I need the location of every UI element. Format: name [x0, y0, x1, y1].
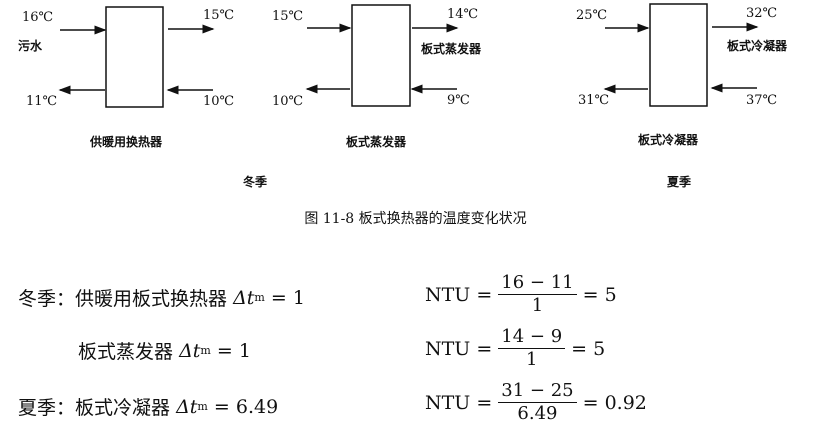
denominator: 6.49 — [517, 403, 558, 424]
fluid-label: 板式冷凝器 — [727, 39, 788, 53]
temp-label: 14℃ — [447, 7, 479, 22]
denominator: 1 — [531, 295, 544, 316]
numerator: 16 − 11 — [498, 272, 577, 295]
numerator: 31 − 25 — [498, 380, 577, 403]
dt-value: = 1 — [216, 339, 251, 362]
equation-prefix: 夏季：板式冷凝器 — [18, 397, 171, 419]
temp-label: 10℃ — [272, 94, 304, 109]
season-label: 夏季 — [667, 175, 692, 189]
delta-symbol: Δt — [179, 339, 201, 362]
ntu-result: = 5 — [571, 337, 606, 360]
temp-label: 15℃ — [203, 8, 235, 23]
temp-label: 31℃ — [578, 93, 610, 108]
dt-value: = 1 — [270, 286, 305, 309]
subscript: m — [200, 344, 211, 357]
equation-prefix: 冬季：供暖用板式换热器 — [18, 288, 228, 310]
temp-label: 9℃ — [447, 93, 470, 108]
subscript: m — [254, 291, 265, 304]
delta-symbol: Δt — [176, 395, 198, 418]
ntu-result: = 0.92 — [582, 391, 647, 414]
dt-value: = 6.49 — [213, 395, 279, 418]
temp-label: 37℃ — [746, 93, 778, 108]
numerator: 14 − 9 — [498, 326, 566, 349]
fluid-label: 污水 — [18, 39, 43, 53]
exchanger-box-condenser — [649, 3, 708, 107]
ntu-label: NTU = — [425, 283, 493, 306]
heat-exchanger-diagrams — [58, 3, 759, 108]
subscript: m — [197, 400, 208, 413]
ntu-label: NTU = — [425, 391, 493, 414]
diagram-caption: 供暖用换热器 — [90, 135, 163, 149]
exchanger-box-heating — [105, 6, 164, 108]
diagram-caption: 板式蒸发器 — [346, 135, 407, 149]
equation-prefix: 板式蒸发器 — [78, 341, 174, 363]
fluid-label: 板式蒸发器 — [421, 42, 482, 56]
ntu-result: = 5 — [582, 283, 617, 306]
temp-label: 32℃ — [746, 6, 778, 21]
temp-label: 10℃ — [203, 94, 235, 109]
temp-label: 15℃ — [272, 9, 304, 24]
exchanger-box-evaporator — [351, 4, 411, 107]
delta-symbol: Δt — [233, 286, 255, 309]
ntu-label: NTU = — [425, 337, 493, 360]
temp-label: 16℃ — [22, 10, 54, 25]
figure-caption: 图 11-8 板式换热器的温度变化状况 — [304, 211, 527, 227]
diagram-caption: 板式冷凝器 — [638, 133, 699, 147]
denominator: 1 — [526, 349, 538, 370]
temp-label: 25℃ — [576, 8, 608, 23]
temp-label: 11℃ — [26, 94, 58, 109]
season-label: 冬季 — [243, 175, 268, 189]
